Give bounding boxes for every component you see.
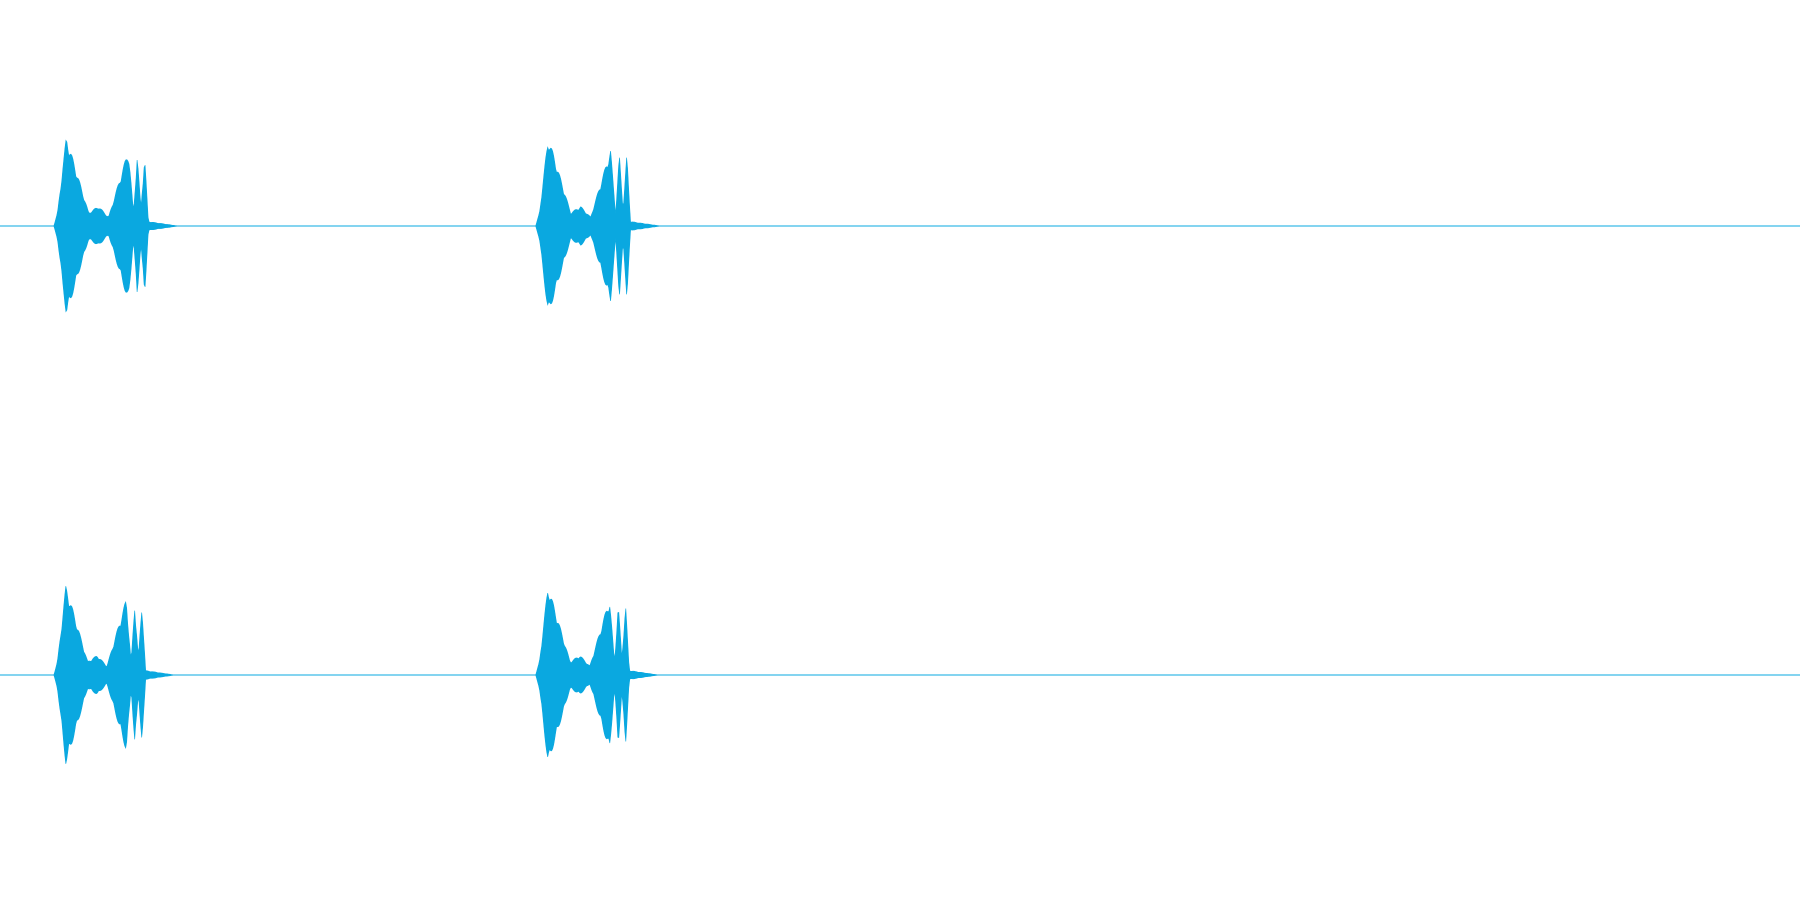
channel-2-track: [0, 586, 1800, 764]
channel-2-burst-2: [535, 593, 659, 757]
channel-2-burst-1: [53, 586, 175, 764]
channel-1-burst-1: [53, 139, 179, 313]
channel-1-burst-2: [535, 146, 661, 306]
channel-1-track: [0, 139, 1800, 313]
